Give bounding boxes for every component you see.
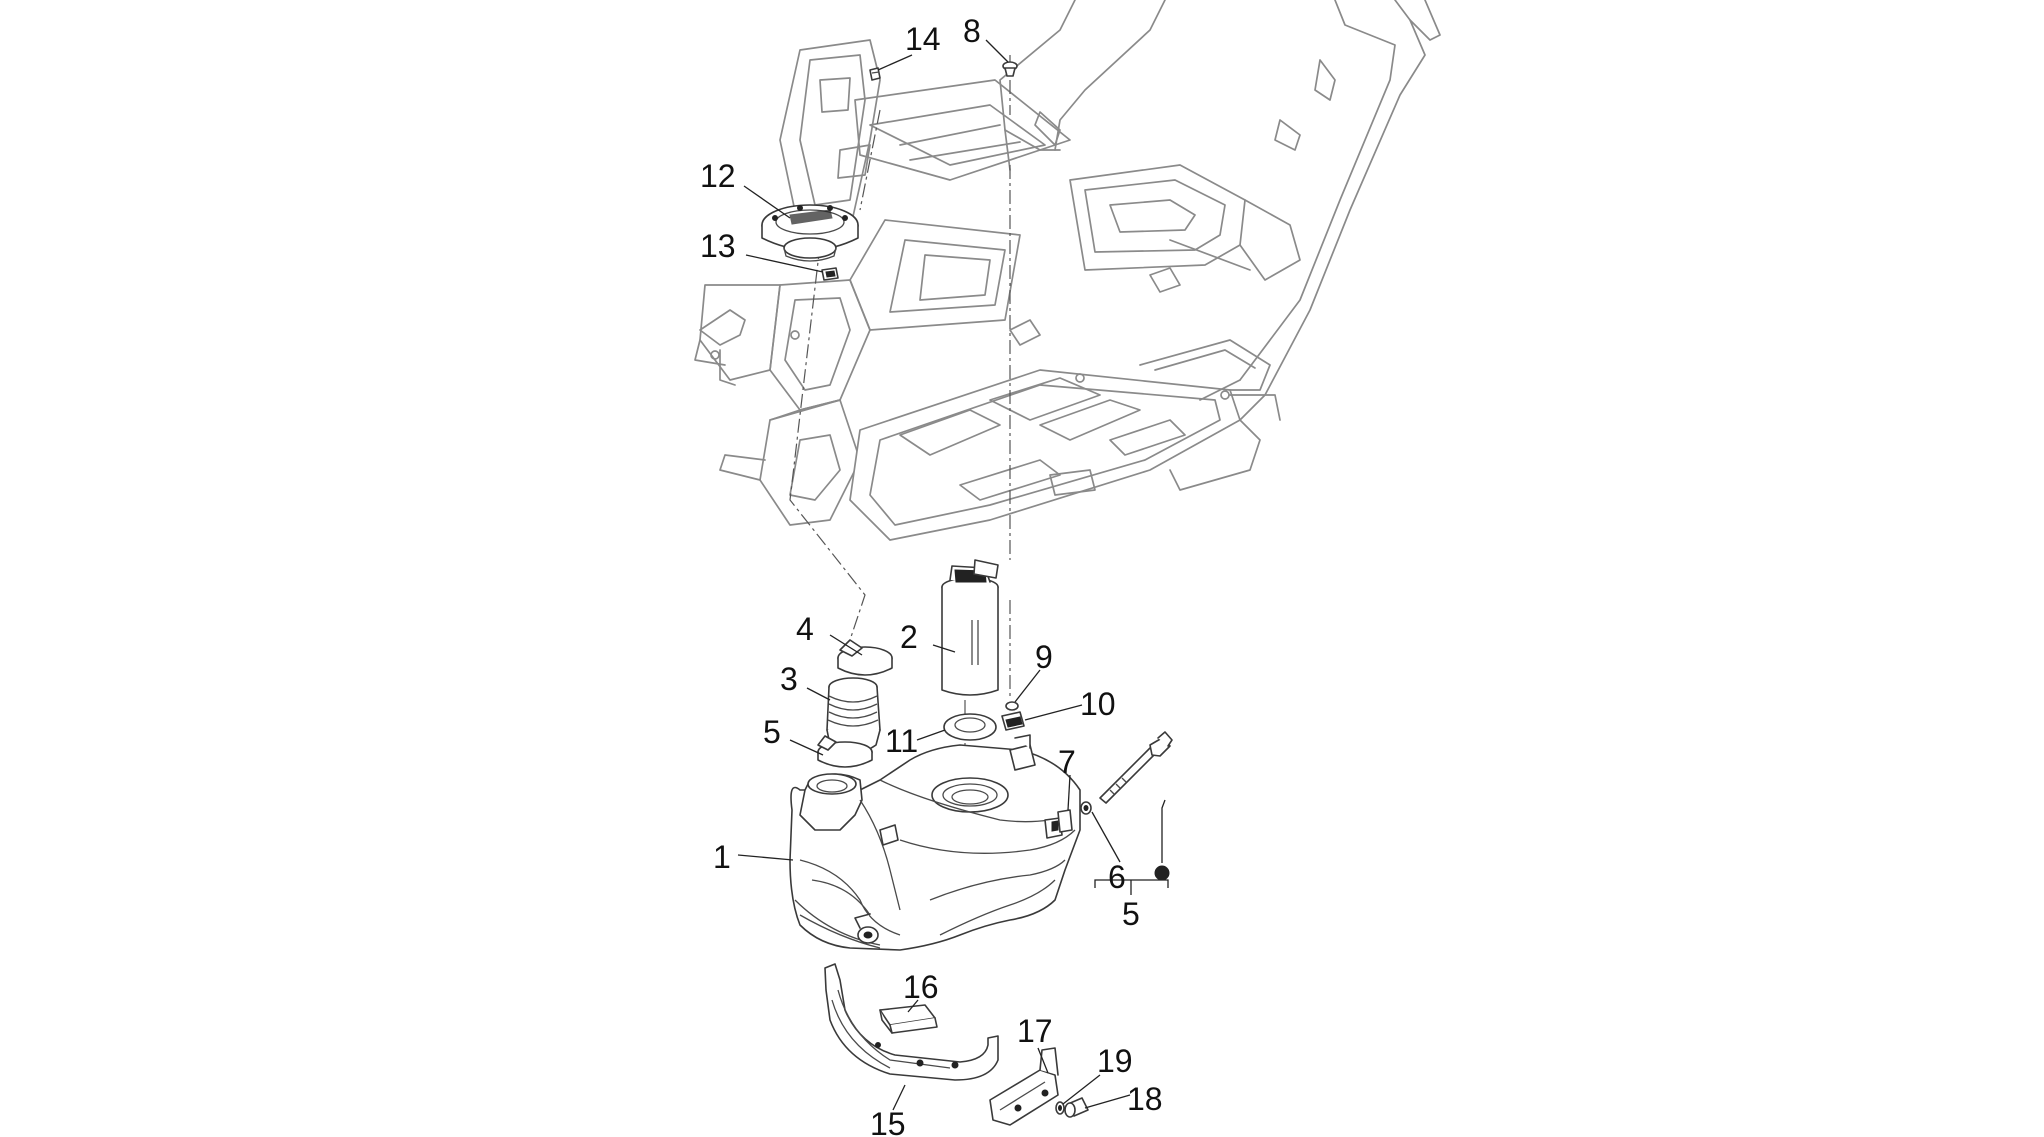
part-1-fuel-tank bbox=[789, 734, 1081, 951]
part-12-fuel-cap bbox=[761, 204, 859, 262]
label-17: 17 bbox=[1017, 1013, 1053, 1049]
part-5-hose-clamp bbox=[817, 735, 873, 768]
part-11-gasket bbox=[943, 713, 997, 741]
part-13-clip bbox=[821, 267, 839, 281]
part-6-washer bbox=[1080, 801, 1092, 815]
part-7-clip bbox=[1057, 809, 1073, 833]
label-8: 8 bbox=[963, 13, 981, 49]
label-2: 2 bbox=[900, 619, 918, 655]
label-6: 6 bbox=[1108, 859, 1126, 895]
callout-labels: 14 8 12 13 4 2 9 3 10 5 11 7 1 6 5 16 17… bbox=[700, 13, 1163, 1137]
label-5-kit: 5 bbox=[1122, 896, 1140, 932]
label-1: 1 bbox=[713, 839, 731, 875]
part-10-clip-nut bbox=[1001, 711, 1025, 731]
label-13: 13 bbox=[700, 228, 736, 264]
part-15-tank-strap bbox=[824, 963, 999, 1081]
kit-5-long-bolt bbox=[1099, 731, 1173, 804]
label-11: 11 bbox=[885, 723, 918, 759]
label-9: 9 bbox=[1035, 639, 1053, 675]
part-8-screw bbox=[1002, 61, 1018, 77]
label-3: 3 bbox=[780, 661, 798, 697]
label-10: 10 bbox=[1080, 686, 1116, 722]
label-16: 16 bbox=[903, 969, 939, 1005]
part-4-hose-clamp bbox=[837, 639, 893, 676]
label-14: 14 bbox=[905, 21, 941, 57]
label-5-hose-clamp: 5 bbox=[763, 714, 781, 750]
part-9-washer bbox=[1005, 701, 1019, 711]
label-19: 19 bbox=[1097, 1043, 1133, 1079]
scooter-frame bbox=[694, 0, 1441, 541]
label-12: 12 bbox=[700, 158, 736, 194]
label-4: 4 bbox=[796, 611, 814, 647]
part-19-washer bbox=[1055, 1101, 1065, 1115]
label-15: 15 bbox=[870, 1106, 906, 1137]
label-7: 7 bbox=[1058, 744, 1076, 780]
part-2-fuel-pump bbox=[941, 559, 999, 696]
leader-lines bbox=[737, 39, 1170, 1111]
part-14-screw bbox=[869, 67, 881, 81]
part-17-bracket bbox=[989, 1047, 1059, 1126]
part-16-rubber-pad bbox=[879, 1004, 938, 1034]
label-18: 18 bbox=[1127, 1081, 1163, 1117]
part-18-bolt bbox=[1064, 1097, 1089, 1118]
